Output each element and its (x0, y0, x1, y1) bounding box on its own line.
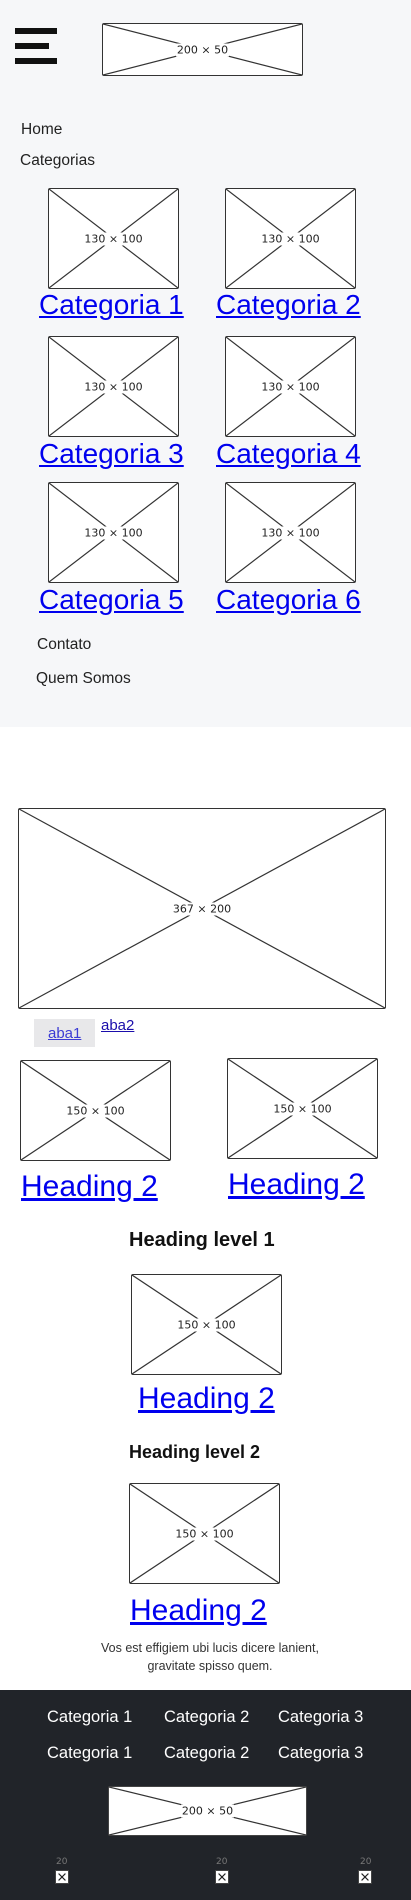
logo-placeholder[interactable]: 200 × 50 (102, 23, 303, 76)
icon-size-label: 20 (216, 1857, 228, 1867)
close-icon[interactable] (215, 1870, 229, 1884)
icon-size-label: 20 (56, 1857, 68, 1867)
category-link[interactable]: Categoria 5 (39, 584, 184, 615)
placeholder-label: 130 × 100 (83, 232, 144, 245)
card-heading-link[interactable]: Heading 2 (21, 1170, 158, 1203)
category-image[interactable]: 130 × 100 (48, 482, 179, 583)
tab-aba2[interactable]: aba2 (101, 1017, 135, 1034)
placeholder-label: 130 × 100 (260, 526, 321, 539)
footer-logo-placeholder[interactable]: 200 × 50 (108, 1786, 307, 1836)
card-image[interactable]: 150 × 100 (20, 1060, 171, 1161)
placeholder-label: 367 × 200 (171, 902, 233, 915)
card-heading-link[interactable]: Heading 2 (228, 1168, 365, 1201)
icon-size-label: 20 (360, 1857, 372, 1867)
nav-categorias[interactable]: Categorias (20, 152, 95, 169)
menu-bar (15, 43, 49, 49)
placeholder-label: 150 × 100 (272, 1102, 333, 1115)
footer-link[interactable]: Categoria 1 (47, 1708, 133, 1726)
category-image[interactable]: 130 × 100 (48, 188, 179, 289)
footer-link[interactable]: Categoria 2 (164, 1708, 250, 1726)
nav-contato[interactable]: Contato (37, 636, 92, 653)
section-title: Heading level 1 (129, 1229, 275, 1251)
category-image[interactable]: 130 × 100 (225, 336, 356, 437)
section-paragraph: Vos est effigiem ubi lucis dicere lanien… (101, 1641, 319, 1673)
category-link[interactable]: Categoria 6 (216, 584, 361, 615)
hero-image: 367 × 200 (18, 808, 386, 1009)
category-image[interactable]: 130 × 100 (48, 336, 179, 437)
header: 200 × 50 (0, 0, 411, 100)
placeholder-label: 130 × 100 (260, 232, 321, 245)
footer-link[interactable]: Categoria 3 (278, 1744, 364, 1762)
placeholder-label: 130 × 100 (260, 380, 321, 393)
category-link[interactable]: Categoria 1 (39, 289, 184, 320)
placeholder-label: 150 × 100 (174, 1527, 235, 1540)
placeholder-label: 200 × 50 (175, 43, 230, 56)
nav-home[interactable]: Home (21, 121, 63, 138)
section-title: Heading level 2 (129, 1442, 261, 1462)
section-heading-link[interactable]: Heading 2 (138, 1382, 275, 1415)
hamburger-menu-icon[interactable] (15, 28, 59, 66)
category-link[interactable]: Categoria 2 (216, 289, 361, 320)
placeholder-label: 150 × 100 (65, 1104, 126, 1117)
placeholder-label: 150 × 100 (176, 1318, 237, 1331)
footer: Categoria 1 Categoria 2 Categoria 3 Cate… (0, 1690, 411, 1900)
section-heading-link[interactable]: Heading 2 (130, 1594, 267, 1627)
placeholder-label: 130 × 100 (83, 380, 144, 393)
section-image[interactable]: 150 × 100 (131, 1274, 282, 1375)
tab-aba1[interactable]: aba1 (34, 1019, 96, 1047)
nav-quem-somos[interactable]: Quem Somos (36, 670, 131, 687)
close-icon[interactable] (55, 1870, 69, 1884)
category-link[interactable]: Categoria 4 (216, 438, 361, 469)
footer-link[interactable]: Categoria 1 (47, 1744, 133, 1762)
placeholder-label: 130 × 100 (83, 526, 144, 539)
section-image[interactable]: 150 × 100 (129, 1483, 280, 1584)
menu-bar (15, 58, 57, 64)
close-icon[interactable] (358, 1870, 372, 1884)
footer-link[interactable]: Categoria 2 (164, 1744, 250, 1762)
nav-menu: Home Categorias 130 × 100 Categoria 1 13… (0, 100, 411, 727)
category-image[interactable]: 130 × 100 (225, 188, 356, 289)
category-link[interactable]: Categoria 3 (39, 438, 184, 469)
menu-bar (15, 28, 57, 34)
footer-link[interactable]: Categoria 3 (278, 1708, 364, 1726)
card-image[interactable]: 150 × 100 (227, 1058, 378, 1159)
category-image[interactable]: 130 × 100 (225, 482, 356, 583)
placeholder-label: 200 × 50 (180, 1804, 235, 1818)
